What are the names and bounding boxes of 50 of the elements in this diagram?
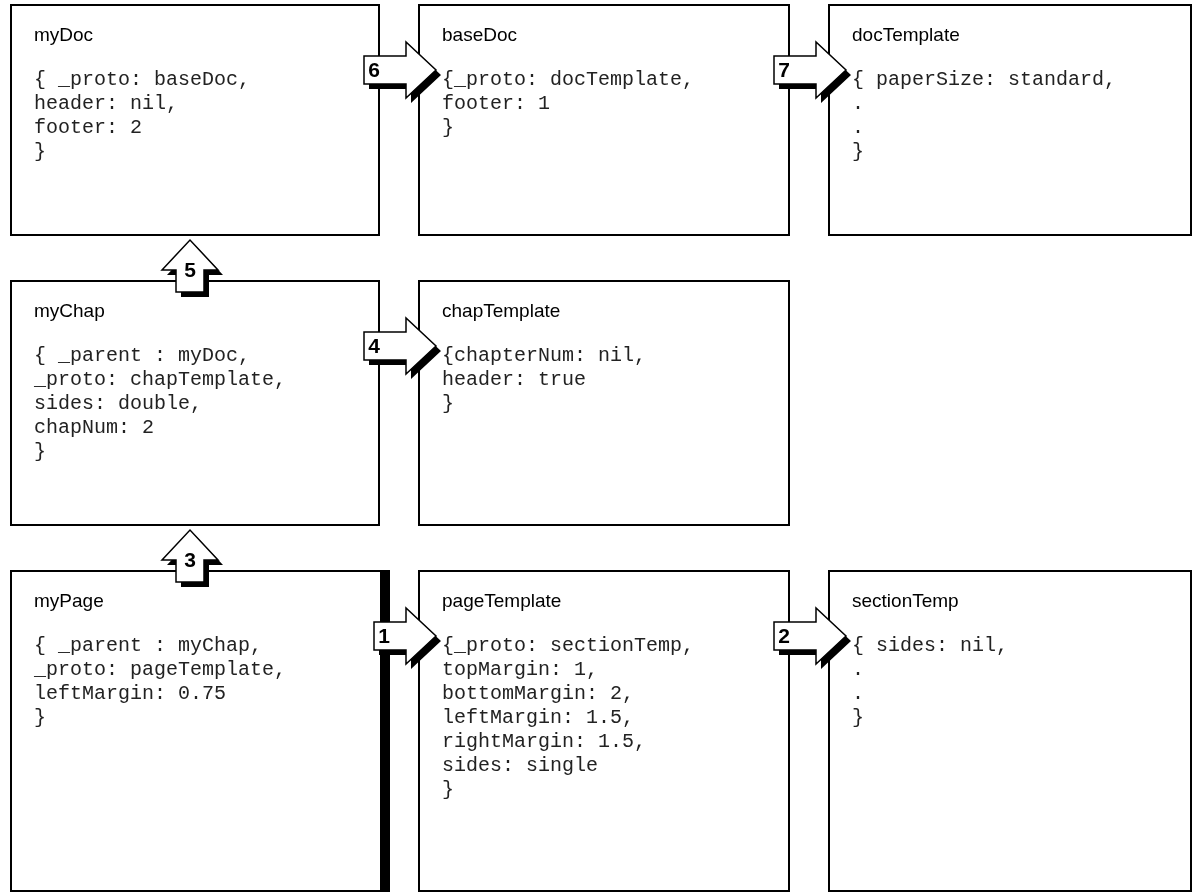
code-line: } (442, 778, 454, 802)
code-line: . (852, 658, 864, 682)
code-line: { paperSize: standard, (852, 68, 1117, 92)
object-name: myPage (34, 590, 104, 612)
object-box (418, 570, 790, 892)
object-box (828, 4, 1192, 236)
code-line: { _parent : myChap, (34, 634, 263, 658)
object-name: myDoc (34, 24, 94, 46)
object-box (418, 280, 790, 526)
object-name: pageTemplate (442, 590, 562, 612)
object-name: myChap (34, 300, 105, 322)
object-name: chapTemplate (442, 300, 561, 322)
code-line: footer: 2 (34, 116, 143, 140)
code-line: . (852, 116, 864, 140)
code-line: leftMargin: 1.5, (442, 706, 635, 730)
code-line: rightMargin: 1.5, (442, 730, 647, 754)
code-line: _proto: chapTemplate, (34, 368, 287, 392)
object-box (10, 280, 380, 526)
code-line: } (34, 440, 46, 464)
code-line: sides: single (442, 754, 599, 778)
code-line: } (34, 706, 46, 730)
code-line: } (34, 140, 46, 164)
object-name: sectionTemp (852, 590, 959, 612)
code-line: {_proto: sectionTemp, (442, 634, 695, 658)
code-line: {_proto: docTemplate, (442, 68, 695, 92)
code-line: header: true (442, 368, 587, 392)
code-line: { _proto: baseDoc, (34, 68, 251, 92)
object-box (10, 4, 380, 236)
object-box (10, 570, 390, 892)
object-name: baseDoc (442, 24, 517, 46)
object-name: docTemplate (852, 24, 960, 46)
code-line: footer: 1 (442, 92, 551, 116)
code-line: { sides: nil, (852, 634, 1009, 658)
code-line: } (442, 116, 454, 140)
code-line: leftMargin: 0.75 (34, 682, 227, 706)
object-box (828, 570, 1192, 892)
code-line: . (852, 92, 864, 116)
code-line: bottomMargin: 2, (442, 682, 635, 706)
object-box (418, 4, 790, 236)
code-line: } (442, 392, 454, 416)
code-line: . (852, 682, 864, 706)
code-line: header: nil, (34, 92, 179, 116)
code-line: } (852, 140, 864, 164)
code-line: {chapterNum: nil, (442, 344, 647, 368)
code-line: { _parent : myDoc, (34, 344, 251, 368)
code-line: sides: double, (34, 392, 203, 416)
code-line: } (852, 706, 864, 730)
code-line: _proto: pageTemplate, (34, 658, 287, 682)
code-line: topMargin: 1, (442, 658, 599, 682)
code-line: chapNum: 2 (34, 416, 155, 440)
